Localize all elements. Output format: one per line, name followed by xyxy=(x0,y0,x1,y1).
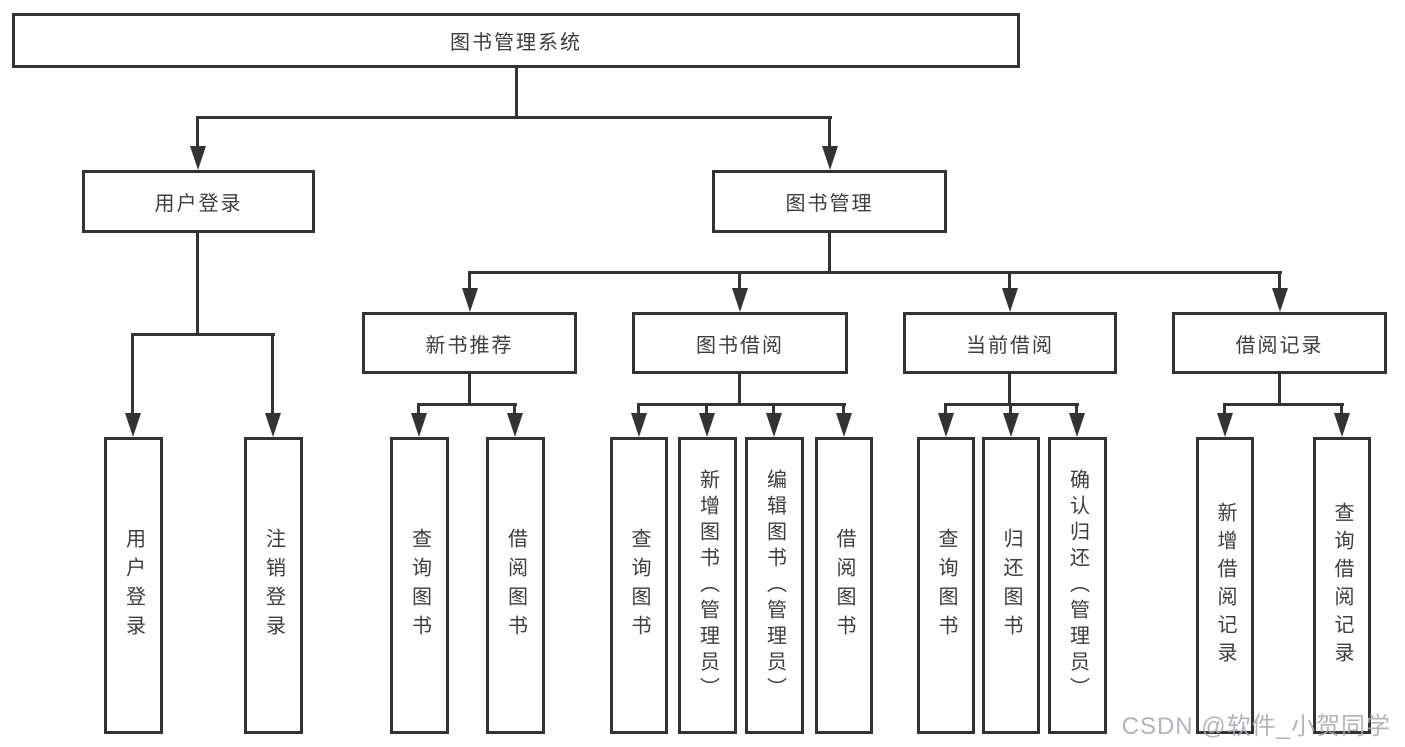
node-book-borrow: 图书借阅 xyxy=(632,312,848,374)
connector-line xyxy=(944,403,947,415)
connector-line xyxy=(1008,271,1011,290)
node-label: 图书管理 xyxy=(785,193,874,215)
node-label: 新书推荐 xyxy=(425,334,514,357)
leaf-query-borrow-record: 查询借阅记录 xyxy=(1313,437,1371,734)
connector-line xyxy=(468,271,471,290)
arrow-down-icon xyxy=(125,413,141,437)
arrow-down-icon xyxy=(1003,413,1019,437)
connector-line xyxy=(1223,403,1344,406)
arrow-down-icon xyxy=(411,413,427,437)
node-label: 当前借阅 xyxy=(966,334,1054,357)
connector-line xyxy=(1278,271,1281,290)
node-borrow-record: 借阅记录 xyxy=(1172,312,1387,374)
connector-line xyxy=(842,403,845,415)
arrow-down-icon xyxy=(265,413,281,437)
arrow-down-icon xyxy=(732,288,748,312)
leaf-label: 新增借阅记录 xyxy=(1214,501,1236,670)
leaf-borrow-query-book: 查询图书 xyxy=(610,437,668,734)
arrow-down-icon xyxy=(938,413,954,437)
arrow-down-icon xyxy=(190,146,206,170)
connector-line xyxy=(513,403,516,415)
connector-line xyxy=(1223,403,1226,415)
node-label: 图书借阅 xyxy=(696,334,784,357)
connector-line xyxy=(705,403,708,415)
leaf-recommend-borrow-book: 借阅图书 xyxy=(486,437,545,734)
arrow-down-icon xyxy=(1002,288,1018,312)
arrow-down-icon xyxy=(462,288,478,312)
leaf-add-book-admin: 新增图书（管理员） xyxy=(678,437,737,734)
leaf-logout: 注销登录 xyxy=(244,437,303,734)
arrow-down-icon xyxy=(836,413,852,437)
leaf-confirm-return-admin: 确认归还（管理员） xyxy=(1048,437,1107,734)
leaf-return-book: 归还图书 xyxy=(982,437,1040,734)
leaf-user-login: 用户登录 xyxy=(104,437,163,734)
leaf-label: 注销登录 xyxy=(262,527,285,644)
connector-line xyxy=(196,116,199,148)
connector-line xyxy=(131,333,134,415)
node-user-login: 用户登录 xyxy=(82,170,315,233)
connector-line xyxy=(738,271,741,290)
connector-line xyxy=(417,403,420,415)
arrow-down-icon xyxy=(1272,288,1288,312)
leaf-label: 归还图书 xyxy=(1000,527,1022,644)
leaf-label: 新增图书（管理员） xyxy=(696,468,719,703)
watermark: CSDN @软件_小贺同学 xyxy=(1121,713,1391,740)
node-label: 借阅记录 xyxy=(1235,334,1324,357)
connector-line xyxy=(131,333,275,336)
node-label: 图书管理系统 xyxy=(450,32,582,54)
leaf-add-borrow-record: 新增借阅记录 xyxy=(1196,437,1254,734)
leaf-label: 用户登录 xyxy=(122,527,145,644)
connector-line xyxy=(637,403,640,415)
arrow-down-icon xyxy=(699,413,715,437)
arrow-down-icon xyxy=(507,413,523,437)
connector-line xyxy=(1008,374,1011,405)
node-label: 用户登录 xyxy=(154,193,243,215)
connector-line xyxy=(468,271,1282,274)
connector-line xyxy=(1340,403,1343,415)
leaf-label: 借阅图书 xyxy=(504,527,527,644)
leaf-edit-book-admin: 编辑图书（管理员） xyxy=(745,437,804,734)
arrow-down-icon xyxy=(631,413,647,437)
arrow-down-icon xyxy=(766,413,782,437)
connector-line xyxy=(828,233,831,273)
leaf-current-query-book: 查询图书 xyxy=(917,437,975,734)
arrow-down-icon xyxy=(1217,413,1233,437)
arrow-down-icon xyxy=(1069,413,1085,437)
arrow-down-icon xyxy=(1334,413,1350,437)
node-new-book-recommend: 新书推荐 xyxy=(362,312,577,374)
node-current-borrow: 当前借阅 xyxy=(903,312,1117,374)
connector-line xyxy=(196,233,199,335)
connector-line xyxy=(1075,403,1078,415)
node-book-management: 图书管理 xyxy=(712,170,947,233)
connector-line xyxy=(828,116,831,148)
leaf-label: 借阅图书 xyxy=(833,527,855,644)
leaf-label: 查询图书 xyxy=(935,527,957,644)
leaf-label: 查询图书 xyxy=(628,527,650,644)
leaf-recommend-query-book: 查询图书 xyxy=(390,437,449,734)
connector-line xyxy=(417,403,517,406)
connector-line xyxy=(1009,403,1012,415)
connector-line xyxy=(468,374,471,405)
node-library-management-system: 图书管理系统 xyxy=(12,13,1020,68)
leaf-borrow-borrow-book: 借阅图书 xyxy=(815,437,873,734)
connector-line xyxy=(637,403,846,406)
leaf-label: 编辑图书（管理员） xyxy=(763,468,786,703)
connector-line xyxy=(271,333,274,415)
leaf-label: 查询借阅记录 xyxy=(1331,501,1353,670)
leaf-label: 查询图书 xyxy=(408,527,431,644)
connector-line xyxy=(196,116,832,119)
connector-line xyxy=(515,68,518,118)
leaf-label: 确认归还（管理员） xyxy=(1066,468,1089,703)
arrow-down-icon xyxy=(822,146,838,170)
connector-line xyxy=(772,403,775,415)
connector-line xyxy=(1278,374,1281,405)
connector-line xyxy=(738,374,741,405)
